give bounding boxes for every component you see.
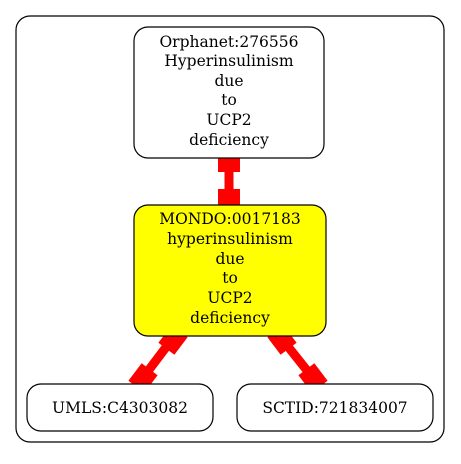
node-mondo-line: MONDO:0017183 (159, 210, 301, 228)
node-sctid[interactable]: SCTID:721834007 (236, 383, 434, 432)
node-orphanet-line: UCP2 (206, 111, 251, 129)
node-mondo-line: due (215, 250, 244, 268)
node-mondo-line: hyperinsulinism (167, 230, 293, 248)
node-mondo-line: UCP2 (207, 289, 252, 307)
node-orphanet[interactable]: Orphanet:276556 Hyperinsulinism due to U… (133, 26, 325, 159)
node-umls-box (26, 383, 214, 432)
node-mondo-line: deficiency (190, 309, 270, 327)
node-mondo[interactable]: MONDO:0017183 hyperinsulinism due to UCP… (133, 204, 327, 337)
node-orphanet-line: due (214, 72, 243, 90)
node-mondo-line: to (222, 269, 238, 287)
node-orphanet-line: Hyperinsulinism (164, 52, 293, 70)
node-orphanet-line: to (221, 91, 237, 109)
node-orphanet-line: deficiency (189, 131, 269, 149)
node-mondo-box (133, 204, 327, 337)
node-orphanet-box (133, 26, 325, 159)
node-umls-line: UMLS:C4303082 (52, 399, 188, 417)
node-sctid-box (236, 383, 434, 432)
node-sctid-line: SCTID:721834007 (262, 399, 407, 417)
node-umls[interactable]: UMLS:C4303082 (26, 383, 214, 432)
node-orphanet-line: Orphanet:276556 (159, 33, 298, 51)
